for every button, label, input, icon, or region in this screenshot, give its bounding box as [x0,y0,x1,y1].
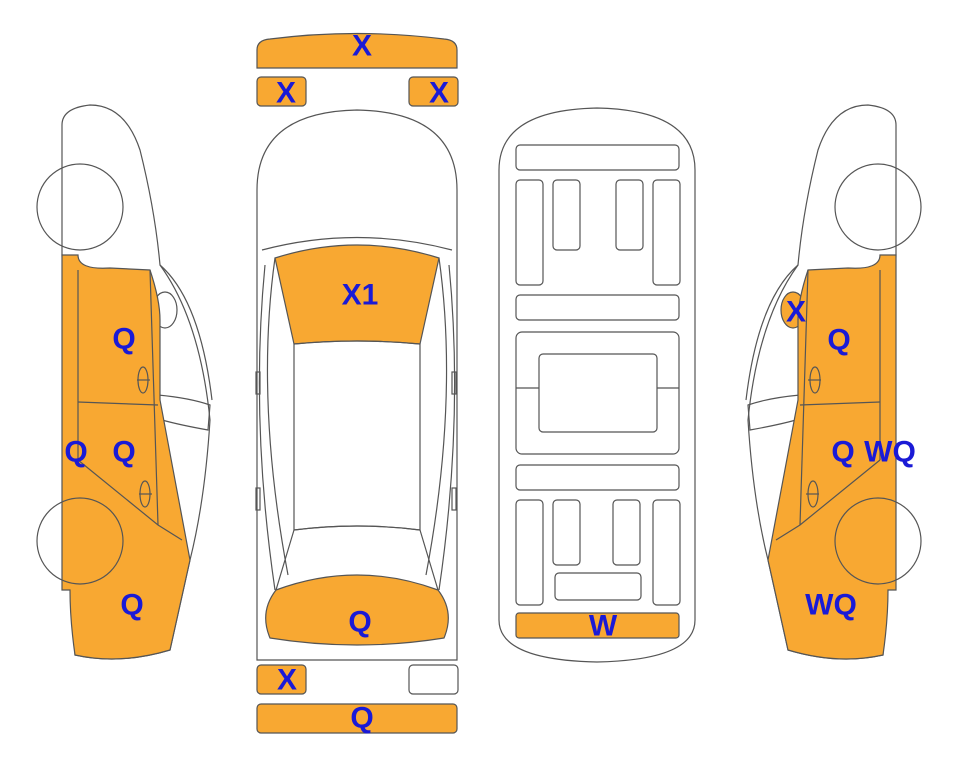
front-corner-left[interactable] [256,76,307,107]
underbody-crossmember-front [515,294,680,321]
car-left-side-view [36,104,213,660]
underbody-view [498,107,696,663]
underbody-rear-bumper[interactable] [515,612,680,639]
right-front-wheel [834,163,922,251]
label-right-front-door: Q [827,324,850,357]
right-inner-line [438,264,456,591]
right-front-door-edge [799,269,809,526]
label-left-rear-quarter: Q [120,589,143,622]
car-right-side-view [745,104,922,660]
right-door-seam-horizontal [799,401,881,406]
label-right-rear-door-b: WQ [864,436,916,469]
label-right-rear-quarter: WQ [805,589,857,622]
right-window-line [747,394,801,431]
hood-line [261,236,453,251]
trunk-panel[interactable] [265,574,449,646]
rear-corner-left[interactable] [256,664,307,695]
front-bumper-group [256,32,459,107]
left-door-handle [255,487,261,511]
left-rear-wheel [36,497,124,585]
left-hood-line [159,264,213,401]
label-rear-bumper: Q [350,702,373,735]
underbody-front-left-rail [515,179,544,286]
left-mirror-stub [255,371,261,395]
rear-corner-right[interactable] [408,664,459,695]
right-door-handle [451,487,457,511]
underbody-rear-left-rail [515,499,544,606]
car-top-outline [256,109,458,661]
label-front-corner-left: X [276,77,296,110]
left-inner-line [258,264,276,591]
front-corner-right[interactable] [408,76,459,107]
underbody-front-left-inner [552,179,581,251]
underbody-crossmember-rear [515,464,680,491]
underbody-front-panel [515,144,680,171]
car-top-view [255,109,458,661]
rear-bumper-bar[interactable] [256,703,458,734]
left-front-door-edge [149,269,159,526]
right-pillar-line [425,257,448,576]
right-hood-line [745,264,799,401]
underbody-front-right-rail [652,179,681,286]
damage-labels: X X X X1 Q X Q W Q Q Q Q X Q Q WQ WQ [64,30,916,735]
label-windshield: X1 [342,279,379,312]
underbody-rear-right-rail [652,499,681,606]
label-left-rear-door: Q [112,436,135,469]
underbody-rear-panel [554,572,642,601]
underbody-rear-left-inner [552,499,581,566]
label-right-rear-door-a: Q [831,436,854,469]
left-window-line [157,394,211,431]
left-pillar-line [266,257,289,576]
label-rear-corner-left: X [277,664,297,697]
label-front-corner-right: X [429,77,449,110]
label-underbody-rear: W [589,610,618,643]
left-door-seam-horizontal [77,401,159,406]
rear-bumper-group [256,664,459,734]
left-front-wheel [36,163,124,251]
underbody-center-tunnel [538,353,658,433]
front-bumper-bar[interactable] [256,32,458,69]
left-body-panels[interactable] [61,254,191,660]
right-rear-wheel [834,497,922,585]
underbody-front-right-inner [615,179,644,251]
underbody-center-frame [515,331,680,455]
right-body-panels[interactable] [767,254,897,660]
underbody-rear-right-inner [612,499,641,566]
underbody-outline [498,107,696,663]
label-front-bumper: X [352,30,372,63]
label-left-rocker: Q [64,436,87,469]
right-mirror-stub [451,371,457,395]
label-left-front-door: Q [112,323,135,356]
label-right-mirror: X [786,296,806,329]
label-trunk: Q [348,606,371,639]
roof-outline [293,340,421,531]
